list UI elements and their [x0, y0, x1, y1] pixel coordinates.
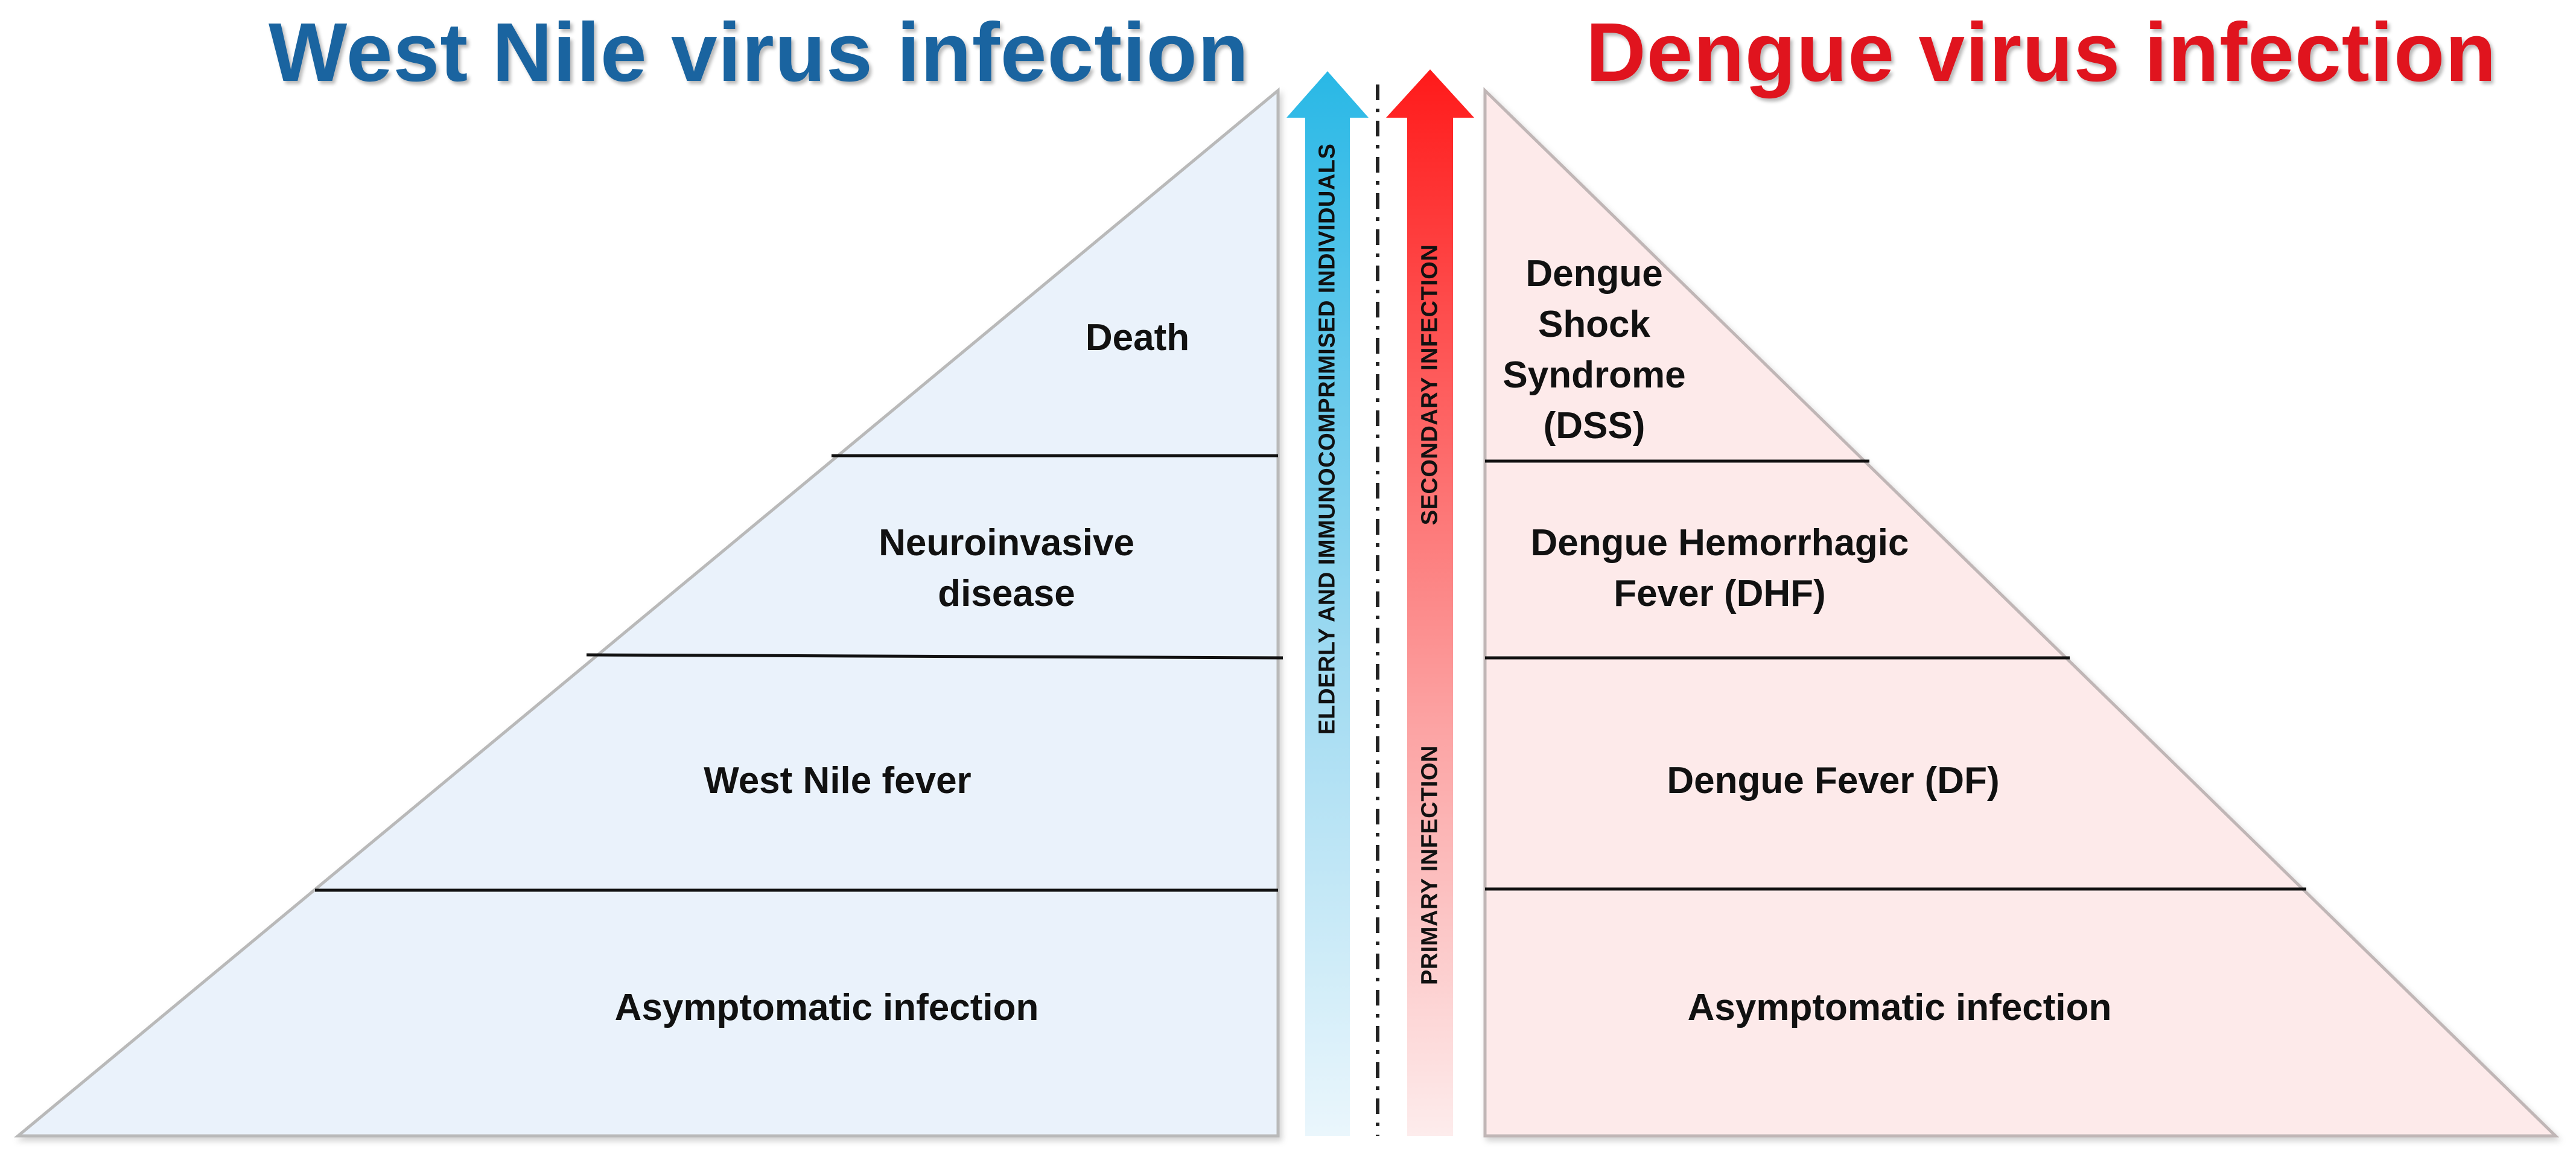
dengue-level-asymptomatic: Asymptomatic infection	[1687, 987, 2112, 1028]
west-nile-pyramid	[14, 87, 1283, 1138]
west-nile-level-fever: West Nile fever	[704, 760, 972, 801]
dengue-level-df: Dengue Fever (DF)	[1667, 760, 2000, 801]
up-arrow-icon	[1386, 69, 1474, 1136]
primary-infection-label: PRIMARY INFECTION	[1417, 745, 1443, 985]
elderly-arrow	[1286, 71, 1369, 1136]
infection-arrow	[1386, 69, 1474, 1136]
dengue-title: Dengue virus infection	[1586, 6, 2497, 99]
dengue-pyramid-shape	[1483, 87, 2560, 1138]
west-nile-title: West Nile virus infection	[269, 6, 1250, 99]
elderly-arrow-label: ELDERLY AND IMMUNOCOMPRIMISED INDIVIDUAL…	[1314, 143, 1340, 735]
west-nile-pyramid-shape	[14, 87, 1280, 1138]
west-nile-level-asymptomatic: Asymptomatic infection	[614, 987, 1039, 1028]
secondary-infection-label: SECONDARY INFECTION	[1417, 244, 1443, 526]
west-nile-divider-2	[586, 653, 1283, 660]
up-arrow-icon	[1286, 71, 1369, 1136]
dengue-level-dss: Dengue Shock Syndrome (DSS)	[1503, 253, 1686, 447]
west-nile-level-death: Death	[1085, 317, 1190, 359]
dengue-pyramid	[1483, 87, 2560, 1138]
west-nile-level-neuroinvasive: Neuroinvasive disease	[879, 522, 1134, 614]
dengue-level-dhf: Dengue Hemorrhagic Fever (DHF)	[1530, 522, 1909, 614]
